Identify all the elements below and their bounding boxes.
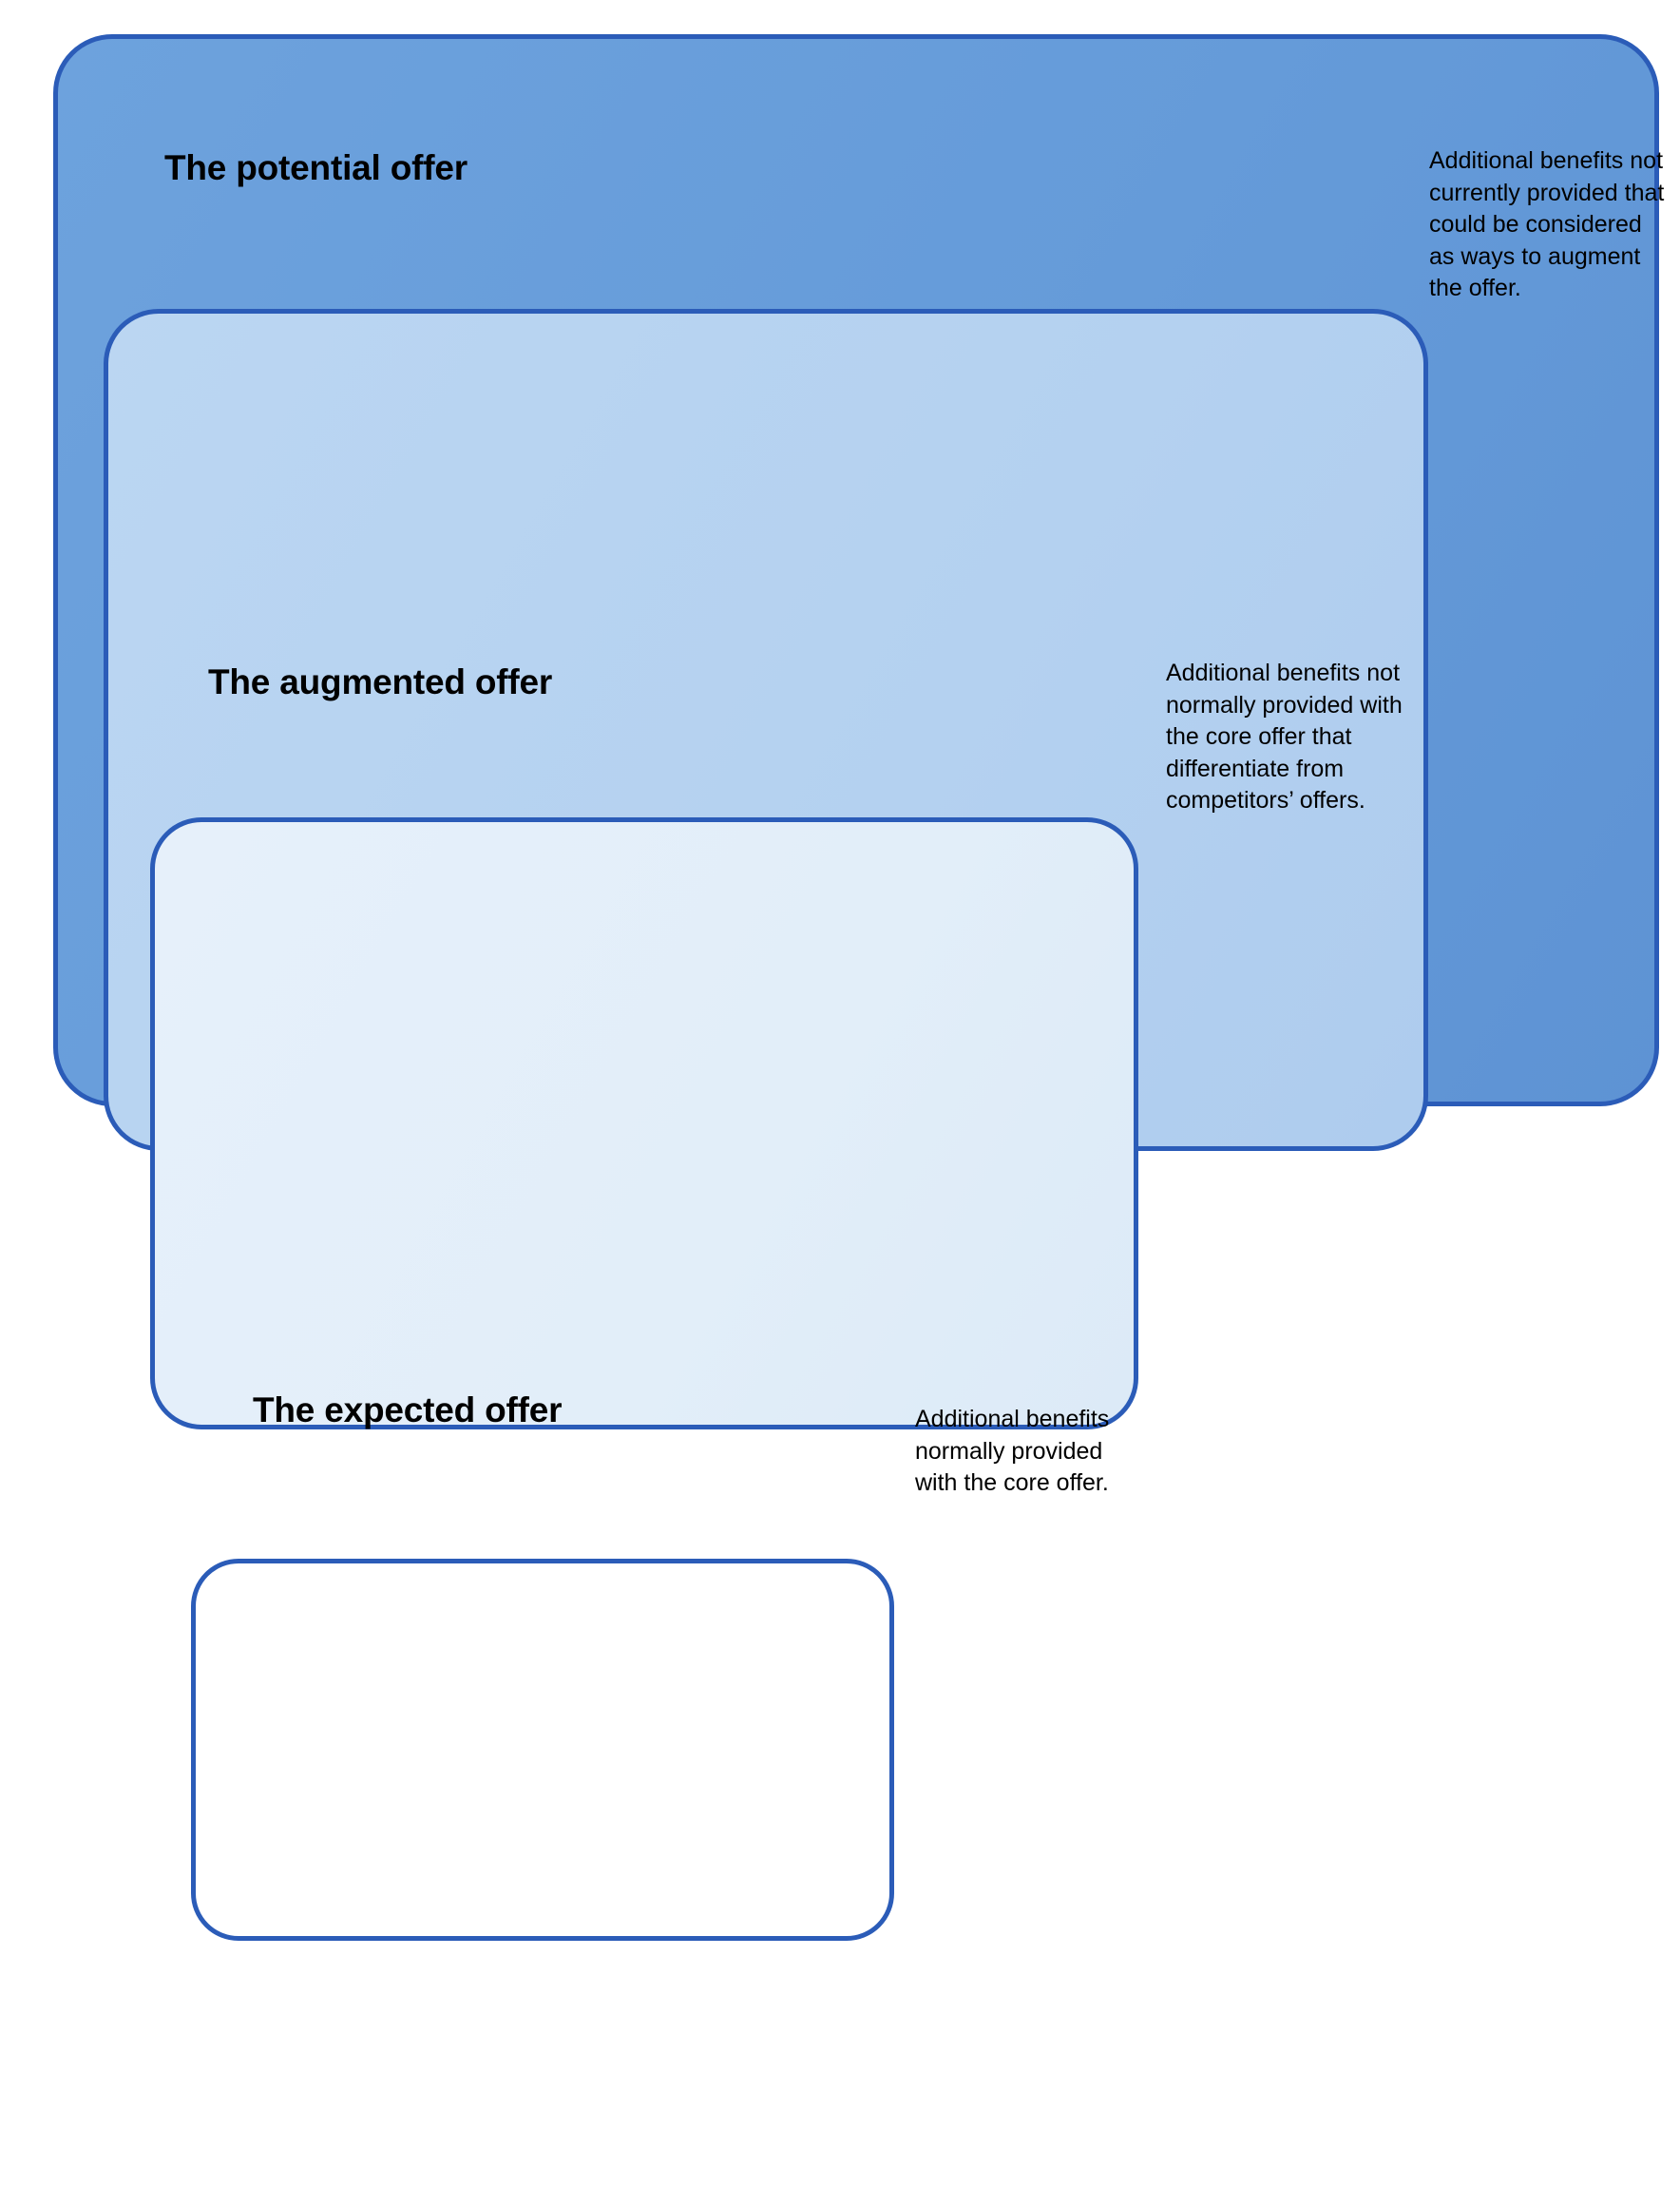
- layer-augmented-offer: The augmented offer Additional benefits …: [104, 309, 1428, 1941]
- heading-potential-offer: The potential offer: [164, 148, 468, 187]
- diagram-canvas: The potential offer Additional benefits …: [0, 0, 1680, 1941]
- description-augmented-offer: Additional benefits not normally provide…: [1166, 660, 1403, 814]
- layer-basic-offer: The basic offer The core product or serv…: [191, 1559, 894, 1941]
- layer-expected-offer: The expected offer Additional benefits n…: [150, 817, 1138, 1941]
- layer-potential-offer: The potential offer Additional benefits …: [53, 34, 1664, 1941]
- description-expected-offer: Additional benefits normally provided wi…: [915, 1406, 1110, 1496]
- heading-augmented-offer: The augmented offer: [208, 662, 553, 701]
- description-potential-offer: Additional benefits not currently provid…: [1429, 147, 1665, 301]
- heading-expected-offer: The expected offer: [253, 1390, 563, 1429]
